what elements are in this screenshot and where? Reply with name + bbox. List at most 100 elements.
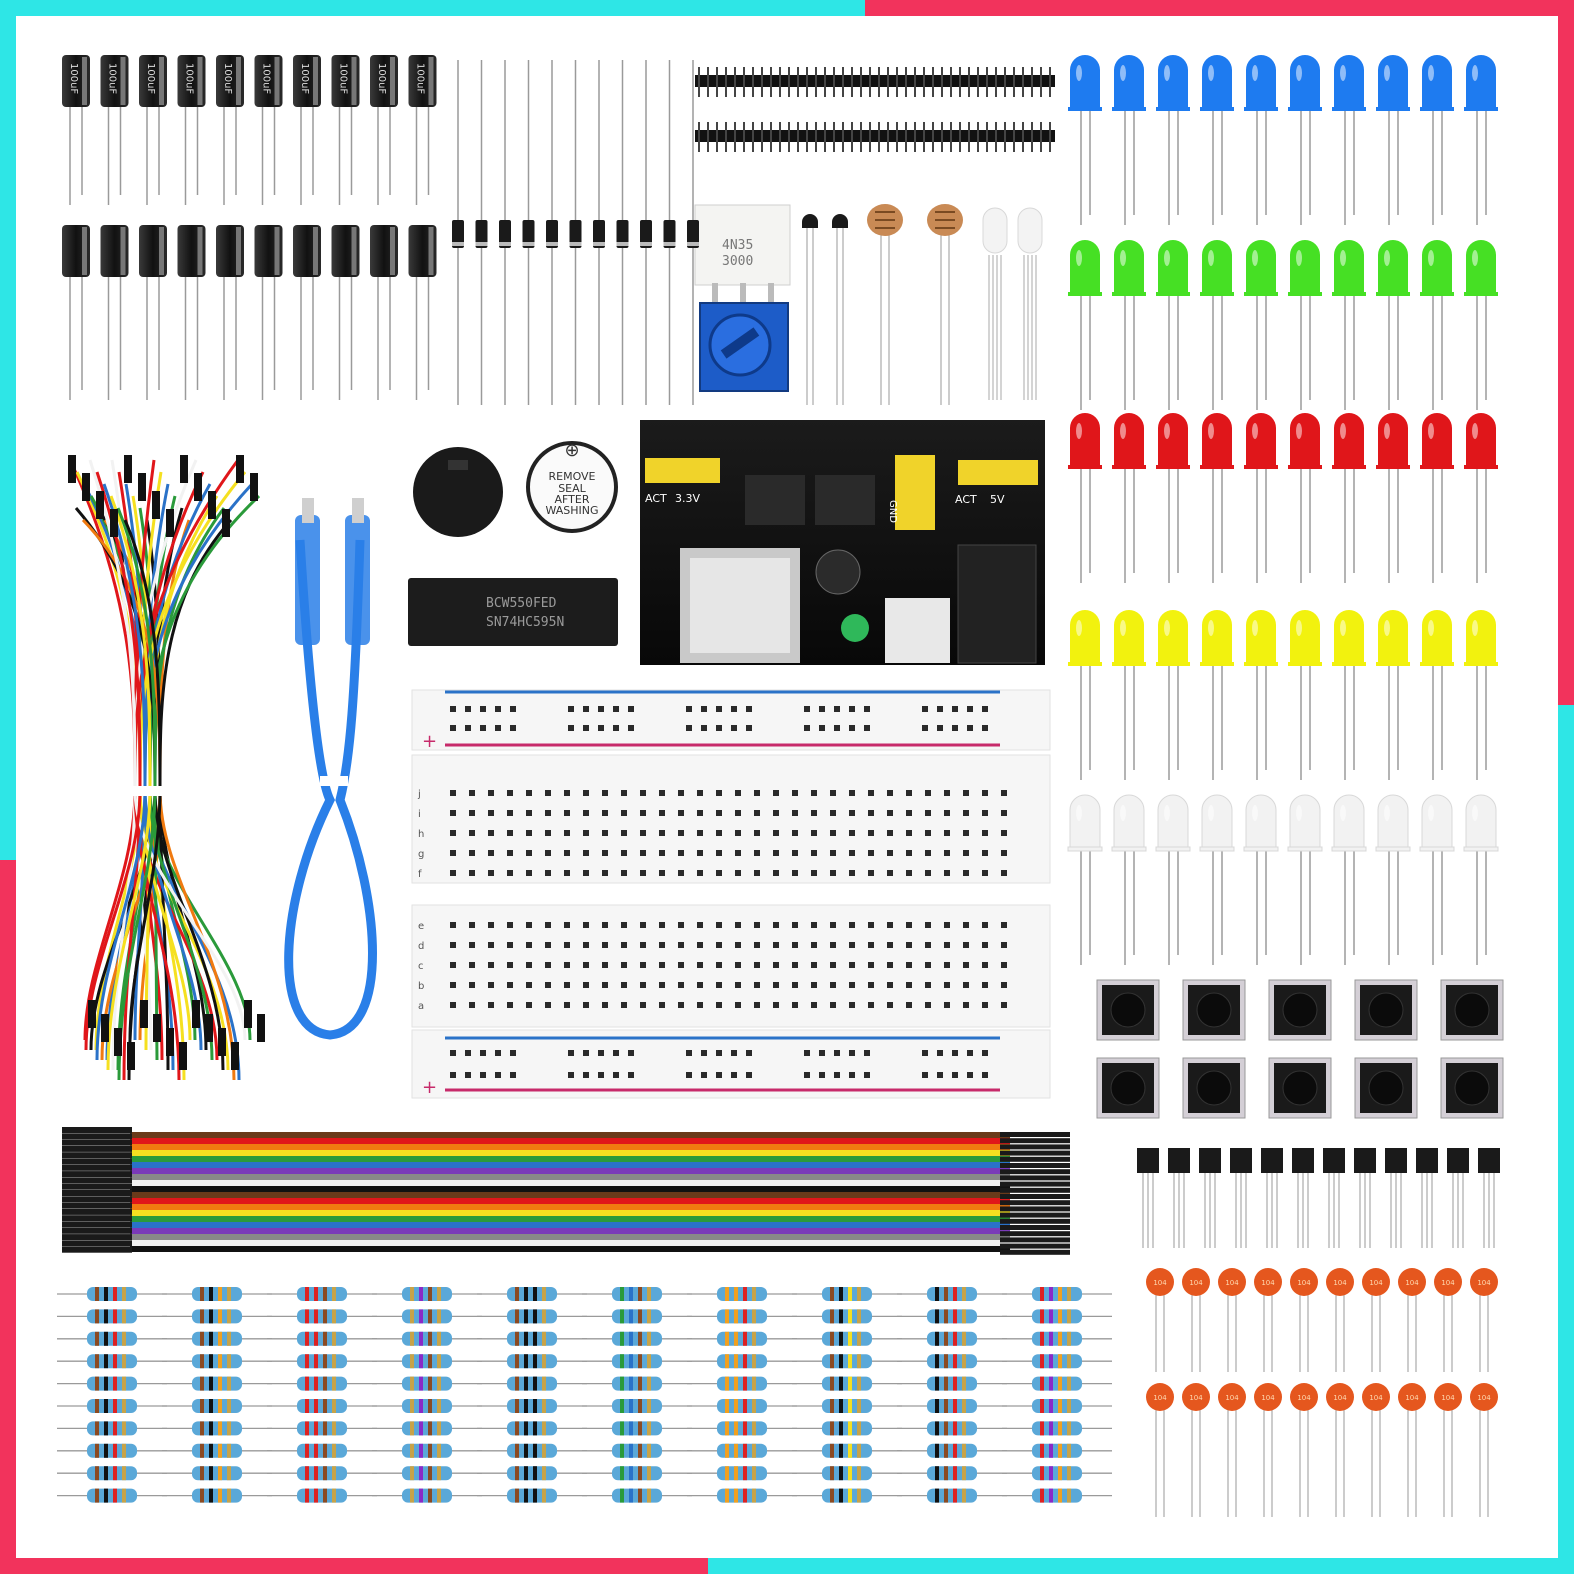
breadboard-hole — [963, 962, 969, 968]
led — [1199, 794, 1235, 965]
ribbon-wire — [130, 1168, 1010, 1174]
resistor — [687, 1443, 797, 1458]
resistor — [372, 1443, 482, 1458]
transistor — [1292, 1148, 1314, 1248]
breadboard-hole — [510, 706, 516, 712]
breadboard-hole — [716, 790, 722, 796]
jumper-pin-head — [152, 491, 160, 519]
dupont-ribbon-cable — [62, 1127, 1070, 1255]
electrolytic-capacitor: 100uF — [293, 55, 321, 205]
breadboard-hole — [583, 850, 589, 856]
breadboard-hole — [716, 1050, 722, 1056]
resistor — [267, 1309, 377, 1324]
resistor — [582, 1488, 692, 1503]
capacitor-label: 100uF — [261, 63, 272, 94]
tactile-push-button — [1096, 1057, 1160, 1119]
dupont-female-head — [62, 1183, 132, 1190]
breadboard-hole — [465, 1072, 471, 1078]
breadboard-hole — [628, 1072, 634, 1078]
breadboard-hole — [773, 850, 779, 856]
breadboard-hole — [963, 850, 969, 856]
dupont-female-head — [62, 1190, 132, 1196]
diode — [452, 60, 464, 405]
breadboard-hole — [450, 1050, 456, 1056]
breadboard-hole — [697, 922, 703, 928]
breadboard-hole — [450, 830, 456, 836]
breadboard-hole — [792, 1002, 798, 1008]
breadboard-hole — [545, 790, 551, 796]
resistor — [162, 1421, 272, 1436]
ribbon-wire — [130, 1150, 1010, 1156]
breadboard-hole — [697, 870, 703, 876]
resistor — [897, 1354, 1007, 1369]
dupont-male-head — [1000, 1163, 1070, 1168]
breadboard-hole — [792, 810, 798, 816]
tactile-push-button — [1440, 979, 1504, 1041]
led — [1375, 794, 1411, 965]
module-gnd: GND — [887, 500, 898, 523]
ceramic-capacitor: 104 — [1326, 1268, 1354, 1372]
breadboard-hole — [545, 850, 551, 856]
electrolytic-capacitor: 100uF — [408, 55, 437, 205]
breadboard-hole — [944, 850, 950, 856]
breadboard-hole — [735, 810, 741, 816]
breadboard-hole — [640, 922, 646, 928]
breadboard-hole — [906, 830, 912, 836]
frame-right-red — [1558, 0, 1574, 705]
breadboard-hole — [792, 830, 798, 836]
breadboard-power-module: ACT 3.3V ACT 5V GND — [640, 420, 1045, 665]
breadboard-hole — [963, 810, 969, 816]
resistor — [897, 1331, 1007, 1346]
resistor — [582, 1399, 692, 1413]
ceramic-capacitor: 104 — [1434, 1383, 1462, 1517]
breadboard-hole — [450, 810, 456, 816]
resistor — [687, 1309, 797, 1324]
electrolytic-capacitor — [62, 225, 90, 400]
breadboard-hole — [849, 982, 855, 988]
resistor — [372, 1287, 482, 1301]
breadboard-hole — [583, 962, 589, 968]
breadboard-hole — [507, 982, 513, 988]
breadboard-hole — [754, 982, 760, 988]
electrolytic-capacitor: 100uF — [177, 55, 206, 205]
capacitor-label: 100uF — [68, 63, 79, 94]
breadboard-hole — [754, 962, 760, 968]
tactile-push-button — [1268, 1057, 1332, 1119]
electrolytic-capacitor — [177, 225, 206, 400]
led — [1332, 413, 1366, 583]
ribbon-wire — [130, 1198, 1010, 1204]
diode — [616, 60, 629, 405]
jumper-pin-head — [82, 473, 90, 501]
resistor — [582, 1287, 692, 1301]
breadboard-hole — [526, 790, 532, 796]
breadboard-hole — [792, 790, 798, 796]
breadboard-hole — [1001, 830, 1007, 836]
resistor — [582, 1331, 692, 1346]
breadboard-hole — [598, 1072, 604, 1078]
resistor — [792, 1466, 902, 1481]
breadboard-hole — [811, 850, 817, 856]
breadboard-hole — [545, 810, 551, 816]
resistor — [897, 1309, 1007, 1324]
led — [1068, 610, 1102, 780]
frame-top-right-red — [865, 0, 1574, 16]
breadboard-hole — [925, 922, 931, 928]
breadboard-hole — [830, 1002, 836, 1008]
optocoupler-4n35: 4N35 3000 — [694, 204, 791, 303]
breadboard-hole — [545, 962, 551, 968]
ceramic-code: 104 — [1477, 1279, 1491, 1287]
ceramic-code: 104 — [1441, 1394, 1455, 1402]
electrolytic-capacitor: 100uF — [139, 55, 167, 205]
breadboard-hole — [1001, 790, 1007, 796]
breadboard-hole — [716, 706, 722, 712]
jumper-pin-head — [114, 1028, 122, 1056]
ceramic-code: 104 — [1225, 1279, 1239, 1287]
jumper-pin-head — [153, 1014, 161, 1042]
module-33: 3.3V — [675, 492, 700, 505]
breadboard-hole — [887, 830, 893, 836]
breadboard-hole — [686, 706, 692, 712]
breadboard-hole — [545, 982, 551, 988]
breadboard-hole — [469, 962, 475, 968]
resistor — [372, 1399, 482, 1413]
breadboard-hole — [773, 982, 779, 988]
